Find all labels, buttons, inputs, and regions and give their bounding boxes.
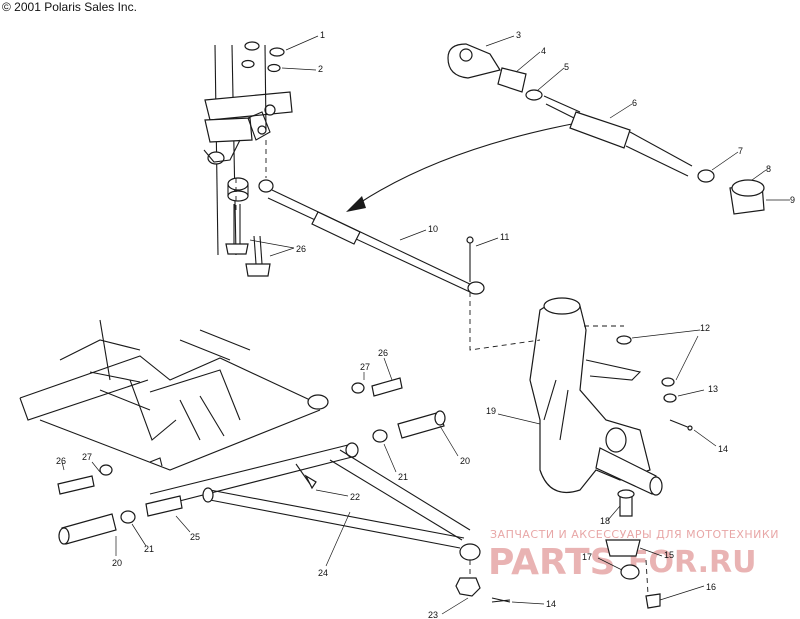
callout-13: 13 bbox=[708, 384, 718, 394]
callout-21a: 21 bbox=[398, 472, 408, 482]
callout-3: 3 bbox=[516, 30, 521, 40]
steering-post bbox=[203, 44, 293, 256]
callout-labels: 1 2 3 4 5 6 7 8 9 10 11 12 13 14 14 15 1… bbox=[56, 30, 795, 619]
callout-1: 1 bbox=[320, 30, 325, 40]
ball-joint-nut bbox=[455, 577, 511, 603]
watermark-brand-suffix: FOR.RU bbox=[628, 545, 757, 580]
callout-20a: 20 bbox=[460, 456, 470, 466]
washer-nut-pair bbox=[241, 41, 285, 73]
frame-section bbox=[19, 319, 329, 471]
callout-14a: 14 bbox=[718, 444, 728, 454]
callout-19: 19 bbox=[486, 406, 496, 416]
pivot-tubes bbox=[57, 377, 446, 545]
callout-26b: 26 bbox=[378, 348, 388, 358]
callout-11: 11 bbox=[500, 232, 509, 242]
callout-21b: 21 bbox=[144, 544, 154, 554]
copyright-notice: © 2001 Polaris Sales Inc. bbox=[2, 0, 137, 14]
callout-8: 8 bbox=[766, 164, 771, 174]
spindle-hardware bbox=[616, 335, 693, 431]
callout-9: 9 bbox=[790, 195, 795, 205]
callout-26a: 26 bbox=[296, 244, 306, 254]
callout-26c: 26 bbox=[56, 456, 66, 466]
a-arm bbox=[149, 442, 481, 561]
callout-6: 6 bbox=[632, 98, 637, 108]
callout-27a: 27 bbox=[360, 362, 370, 372]
tie-rod-end-assembly bbox=[447, 43, 765, 215]
callout-20b: 20 bbox=[112, 558, 122, 568]
callout-22: 22 bbox=[350, 492, 360, 502]
bushings-and-bolts bbox=[225, 177, 271, 277]
callout-15: 15 bbox=[664, 550, 674, 560]
callout-27b: 27 bbox=[82, 452, 92, 462]
watermark: ЗАПЧАСТИ И АКСЕССУАРЫ ДЛЯ МОТОТЕХНИКИ PA… bbox=[488, 528, 779, 583]
callout-16: 16 bbox=[706, 582, 716, 592]
callout-4: 4 bbox=[541, 46, 546, 56]
watermark-tagline: ЗАПЧАСТИ И АКСЕССУАРЫ ДЛЯ МОТОТЕХНИКИ bbox=[490, 528, 779, 541]
callout-2: 2 bbox=[318, 64, 323, 74]
ball-joint bbox=[605, 489, 661, 609]
direction-arrow bbox=[346, 123, 573, 212]
callout-10: 10 bbox=[428, 224, 438, 234]
watermark-brand: PARTS bbox=[488, 542, 616, 583]
callout-18: 18 bbox=[600, 516, 610, 526]
tie-rod bbox=[258, 179, 485, 295]
callout-14b: 14 bbox=[546, 599, 556, 609]
callout-17: 17 bbox=[582, 552, 592, 562]
callout-24: 24 bbox=[318, 568, 328, 578]
spindle bbox=[529, 297, 663, 496]
callout-5: 5 bbox=[564, 62, 569, 72]
callout-12: 12 bbox=[700, 323, 710, 333]
callout-7: 7 bbox=[738, 146, 743, 156]
callout-23: 23 bbox=[428, 610, 438, 619]
callout-25: 25 bbox=[190, 532, 200, 542]
